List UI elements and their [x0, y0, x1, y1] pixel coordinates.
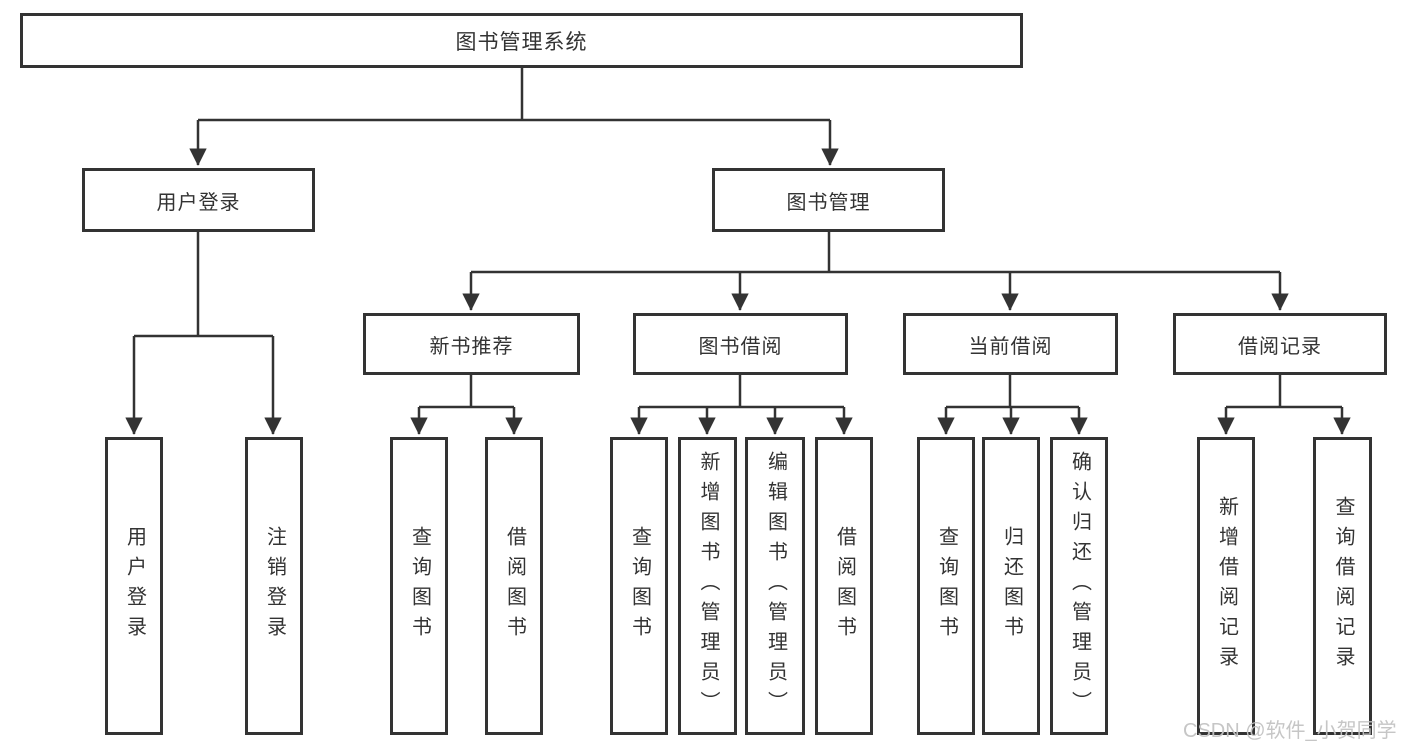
- leaf-user-login-label: 用户登录: [123, 526, 146, 646]
- leaf-confirm-return-admin-label: 确认归还（管理员）: [1068, 451, 1091, 721]
- node-root: 图书管理系统: [20, 13, 1023, 68]
- node-user-login: 用户登录: [82, 168, 315, 232]
- node-new-book-recommend-label: 新书推荐: [429, 335, 514, 358]
- node-book-management-label: 图书管理: [786, 191, 871, 214]
- leaf-return-book-label: 归还图书: [1000, 526, 1023, 646]
- leaf-edit-book-admin-label: 编辑图书（管理员）: [764, 451, 787, 721]
- leaf-query-borrow-record: 查询借阅记录: [1313, 437, 1372, 735]
- csdn-watermark: CSDN @软件_小贺同学: [1183, 720, 1397, 742]
- node-borrowing-records-label: 借阅记录: [1238, 335, 1322, 358]
- node-root-label: 图书管理系统: [455, 30, 588, 54]
- node-book-management: 图书管理: [712, 168, 945, 232]
- leaf-query-books-current-label: 查询图书: [935, 526, 958, 646]
- leaf-query-books-current: 查询图书: [917, 437, 975, 735]
- node-book-borrowing-label: 图书借阅: [698, 335, 783, 358]
- leaf-query-books-recommend-label: 查询图书: [408, 526, 431, 646]
- leaf-query-borrow-record-label: 查询借阅记录: [1332, 496, 1354, 676]
- leaf-add-borrow-record: 新增借阅记录: [1197, 437, 1255, 735]
- leaf-borrow-books-borrowing: 借阅图书: [815, 437, 873, 735]
- leaf-query-books-borrowing-label: 查询图书: [628, 526, 651, 646]
- leaf-query-books-recommend: 查询图书: [390, 437, 448, 735]
- node-new-book-recommend: 新书推荐: [363, 313, 580, 375]
- leaf-borrow-books-borrowing-label: 借阅图书: [833, 526, 856, 646]
- leaf-add-book-admin-label: 新增图书（管理员）: [697, 451, 719, 721]
- leaf-borrow-books-recommend-label: 借阅图书: [503, 526, 526, 646]
- leaf-user-login: 用户登录: [105, 437, 163, 735]
- leaf-confirm-return-admin: 确认归还（管理员）: [1050, 437, 1108, 735]
- leaf-edit-book-admin: 编辑图书（管理员）: [745, 437, 805, 735]
- node-current-borrowing: 当前借阅: [903, 313, 1118, 375]
- leaf-logout: 注销登录: [245, 437, 303, 735]
- leaf-return-book: 归还图书: [982, 437, 1040, 735]
- node-book-borrowing: 图书借阅: [633, 313, 848, 375]
- node-borrowing-records: 借阅记录: [1173, 313, 1387, 375]
- leaf-add-borrow-record-label: 新增借阅记录: [1215, 496, 1238, 676]
- leaf-logout-label: 注销登录: [263, 526, 286, 646]
- node-user-login-label: 用户登录: [156, 191, 241, 214]
- leaf-add-book-admin: 新增图书（管理员）: [678, 437, 737, 735]
- leaf-borrow-books-recommend: 借阅图书: [485, 437, 543, 735]
- node-current-borrowing-label: 当前借阅: [968, 335, 1053, 358]
- leaf-query-books-borrowing: 查询图书: [610, 437, 668, 735]
